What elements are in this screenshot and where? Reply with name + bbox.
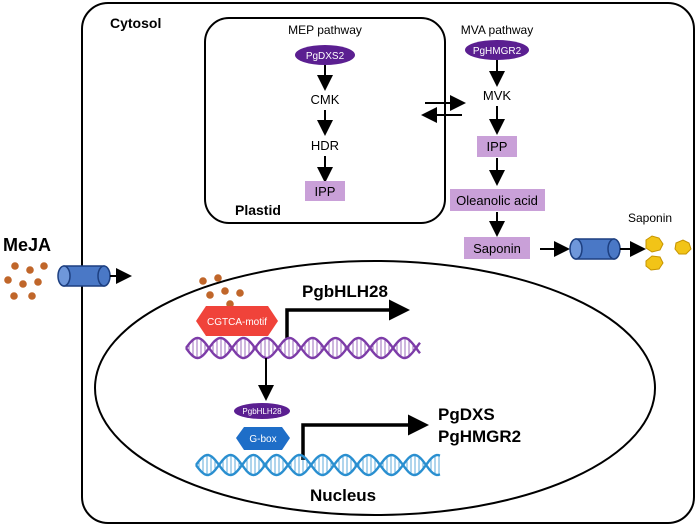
oleanolic-acid-label: Oleanolic acid bbox=[456, 193, 538, 208]
mep-step-cmk: CMK bbox=[311, 92, 340, 107]
mva-ipp-box bbox=[477, 136, 517, 157]
plastid-label: Plastid bbox=[235, 202, 281, 218]
mep-pathway-title: MEP pathway bbox=[288, 23, 362, 37]
mva-ipp-label: IPP bbox=[487, 139, 508, 154]
saponin-crystals bbox=[645, 235, 692, 271]
cgtca-motif-hexagon bbox=[196, 306, 278, 336]
g-box-hexagon bbox=[236, 427, 290, 450]
cytosol-label: Cytosol bbox=[110, 15, 161, 31]
target-gene-pghmgr2: PgHMGR2 bbox=[438, 427, 521, 446]
pgbhlh28-transcription-arrow bbox=[285, 299, 410, 338]
cytosol-cell bbox=[81, 2, 695, 524]
mva-step-mvk: MVK bbox=[483, 88, 512, 103]
pgbhlh28-gene-label: PgbHLH28 bbox=[302, 282, 388, 301]
nucleus-label: Nucleus bbox=[310, 486, 376, 505]
target-gene-pgdxs: PgDXS bbox=[438, 405, 495, 424]
dna-helix-lower bbox=[195, 453, 441, 477]
dna-strand bbox=[195, 453, 441, 477]
meja-import-channel bbox=[57, 265, 111, 287]
mva-enzyme-pill bbox=[465, 40, 529, 60]
mep-ipp-box bbox=[305, 181, 345, 201]
saponin-outside-label: Saponin bbox=[628, 211, 672, 225]
mep-enzyme-label: PgDXS2 bbox=[306, 51, 345, 62]
target-genes-transcription-arrow bbox=[301, 414, 429, 460]
mva-pathway-title: MVA pathway bbox=[461, 23, 533, 37]
plastid-compartment bbox=[204, 17, 446, 224]
dna-helix-upper bbox=[185, 336, 421, 360]
mep-enzyme-pill bbox=[295, 45, 355, 65]
pgbhlh28-protein-label: PgbHLH28 bbox=[242, 407, 282, 416]
dna-strand bbox=[195, 453, 441, 477]
mva-enzyme-label: PgHMGR2 bbox=[473, 46, 522, 57]
oleanolic-acid-box bbox=[450, 189, 545, 211]
meja-molecules-nuclear bbox=[199, 274, 244, 308]
dna-strand bbox=[185, 336, 421, 360]
mep-step-hdr: HDR bbox=[311, 138, 339, 153]
meja-label: MeJA bbox=[3, 235, 51, 255]
meja-molecules bbox=[4, 262, 48, 300]
saponin-export-channel bbox=[569, 238, 621, 260]
pgbhlh28-protein-pill bbox=[234, 403, 290, 419]
g-box-label: G-box bbox=[249, 434, 276, 445]
nucleus-compartment bbox=[94, 260, 656, 516]
saponin-box-label: Saponin bbox=[473, 241, 521, 256]
cgtca-motif-label: CGTCA-motif bbox=[207, 317, 267, 328]
dna-strand bbox=[185, 336, 421, 360]
mep-ipp-label: IPP bbox=[315, 184, 336, 199]
saponin-box bbox=[464, 237, 530, 259]
